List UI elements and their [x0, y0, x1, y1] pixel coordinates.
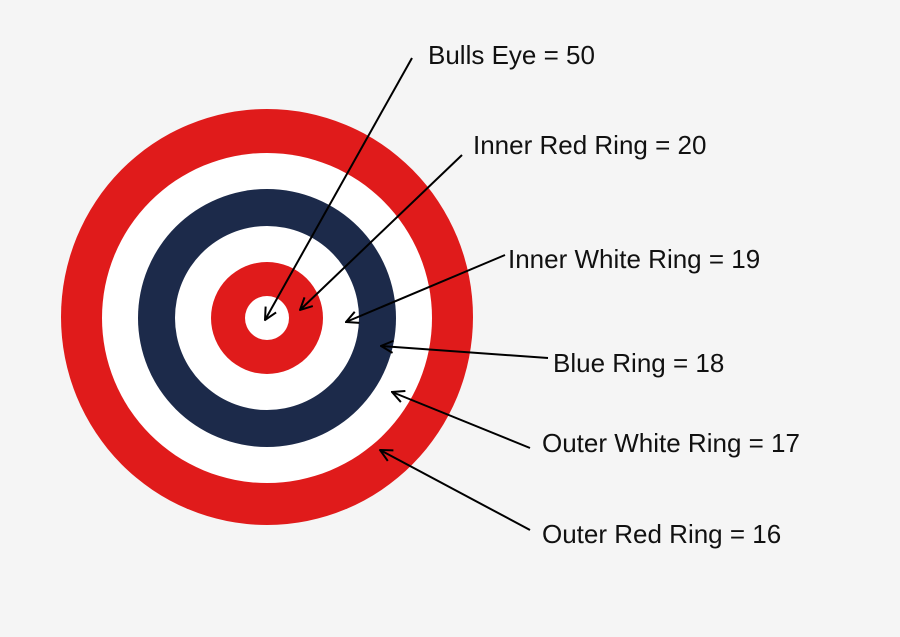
label-outer-white-ring: Outer White Ring = 17	[542, 428, 800, 458]
label-bullseye: Bulls Eye = 50	[428, 40, 595, 70]
arrow-outer-red	[380, 450, 531, 531]
label-inner-red-ring: Inner Red Ring = 20	[473, 130, 706, 160]
label-blue-ring: Blue Ring = 18	[553, 348, 724, 378]
arrow-blue	[381, 346, 549, 359]
arrow-inner-red	[300, 154, 463, 310]
arrow-inner-white	[346, 254, 506, 322]
label-inner-white-ring: Inner White Ring = 19	[508, 244, 760, 274]
arrows	[265, 57, 549, 531]
label-outer-red-ring: Outer Red Ring = 16	[542, 519, 781, 549]
arrow-outer-white	[392, 392, 531, 449]
arrow-bullseye	[265, 57, 413, 320]
